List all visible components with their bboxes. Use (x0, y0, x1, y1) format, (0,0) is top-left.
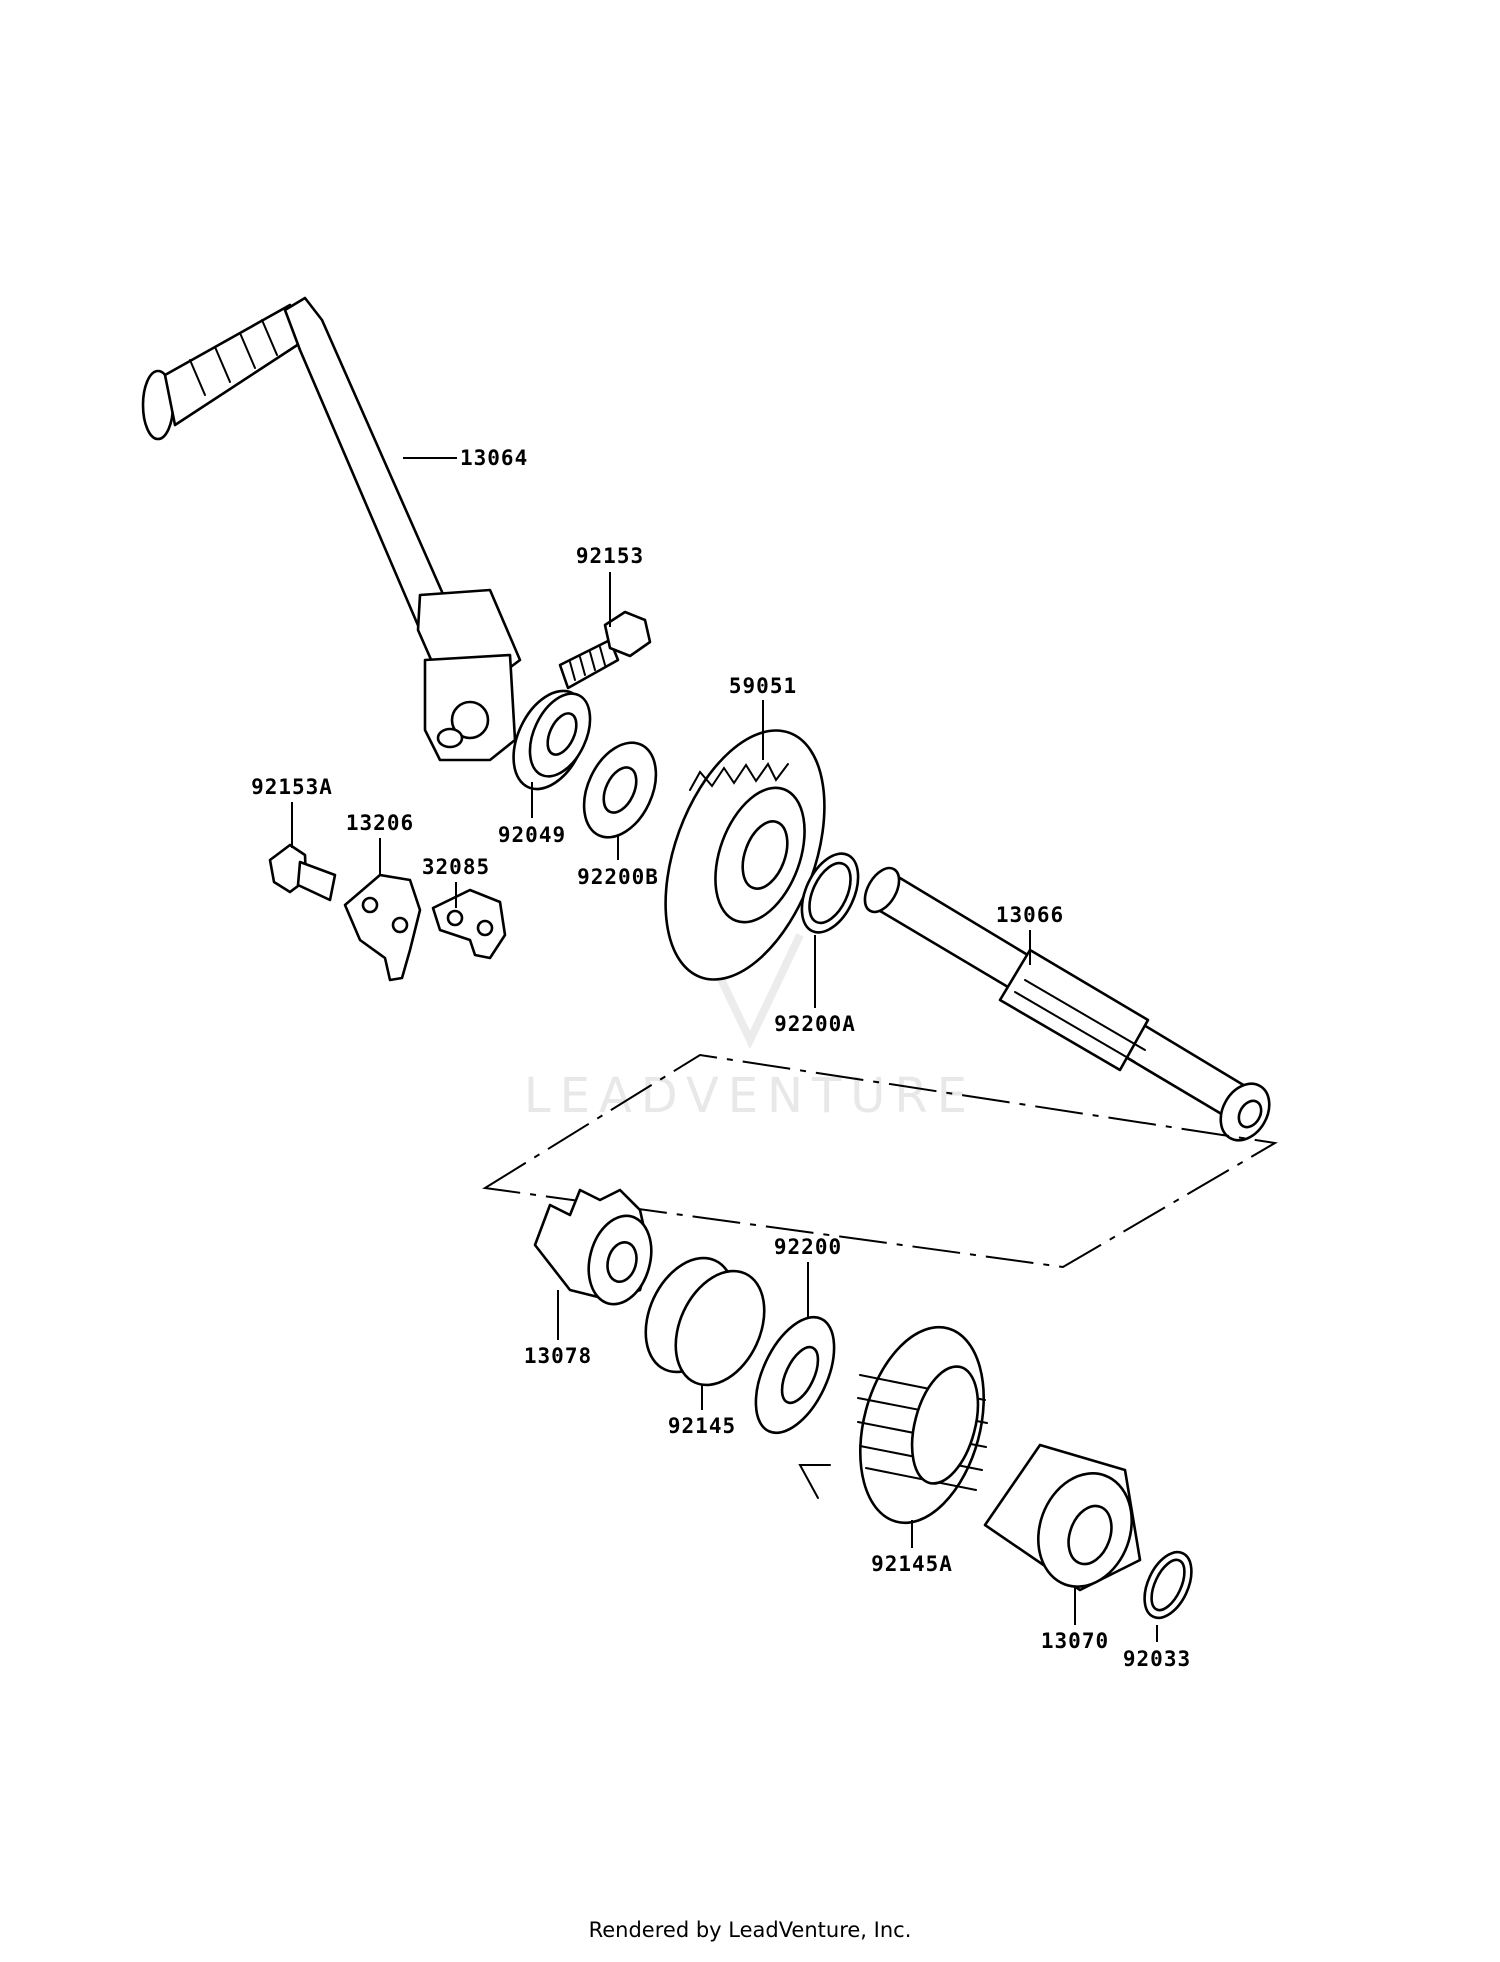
watermark-text: LEADVENTURE (524, 1068, 976, 1124)
label-92200B: 92200B (577, 865, 659, 889)
label-92145A: 92145A (871, 1552, 953, 1576)
gear-59051[interactable] (635, 709, 855, 1001)
washer-92200A[interactable] (790, 845, 869, 941)
label-92200A: 92200A (774, 1012, 856, 1036)
washer-92200[interactable] (740, 1305, 850, 1444)
label-92033: 92033 (1123, 1647, 1191, 1671)
bolt-92153A[interactable] (268, 843, 337, 902)
plate-13206[interactable] (343, 873, 422, 982)
label-92153A: 92153A (251, 775, 333, 799)
bolt-92153[interactable] (558, 610, 652, 690)
label-32085: 32085 (422, 855, 490, 879)
plate-32085[interactable] (431, 888, 507, 960)
watermark: LEADVENTURE (524, 931, 976, 1124)
label-13206: 13206 (346, 811, 414, 835)
oil-seal-92049[interactable] (499, 679, 602, 800)
label-92145: 92145 (668, 1414, 736, 1438)
spring-92145A[interactable] (798, 1313, 1004, 1536)
label-59051: 59051 (729, 674, 797, 698)
part-labels: 13064 92153 59051 92153A 13206 32085 920… (251, 446, 1191, 1671)
sleeve-13070[interactable] (983, 1443, 1147, 1600)
assembly-outline (482, 1053, 1278, 1269)
label-92153: 92153 (576, 544, 644, 568)
label-92049: 92049 (498, 823, 566, 847)
label-92200: 92200 (774, 1235, 842, 1259)
label-13066: 13066 (996, 903, 1064, 927)
leader-lines (291, 457, 1158, 1642)
spring-92145[interactable] (628, 1244, 781, 1400)
label-13078: 13078 (524, 1344, 592, 1368)
washer-92200B[interactable] (570, 731, 670, 849)
kick-pedal[interactable] (141, 296, 522, 762)
circlip-92033[interactable] (1135, 1545, 1201, 1625)
label-13070: 13070 (1041, 1629, 1109, 1653)
footer-credit: Rendered by LeadVenture, Inc. (588, 1918, 912, 1942)
kick-shaft-13066[interactable] (858, 862, 1279, 1149)
ratchet-13078[interactable] (533, 1188, 661, 1311)
label-13064: 13064 (460, 446, 528, 470)
